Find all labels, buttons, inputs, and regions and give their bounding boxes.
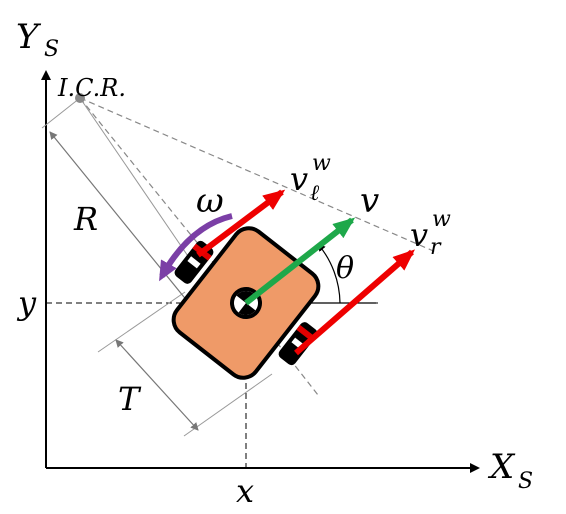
track-width-dimension — [115, 339, 199, 431]
x-axis-label: X — [487, 447, 516, 487]
right-wheel-velocity-superscript: w — [432, 207, 451, 232]
icr-point — [75, 93, 85, 103]
theta-label: θ — [336, 251, 354, 286]
y-coordinate-label: y — [16, 284, 37, 322]
radius-extension-line — [41, 97, 81, 129]
radius-label: R — [73, 200, 98, 238]
track-extension-bottom — [183, 373, 273, 437]
robot-velocity-label: v — [360, 181, 379, 221]
x-coordinate-label: x — [236, 472, 254, 510]
left-wheel-velocity-label: v — [290, 160, 308, 198]
x-axis-label-subscript: S — [518, 469, 533, 494]
right-wheel-velocity-arrow — [294, 249, 416, 356]
theta-arc — [317, 243, 341, 304]
y-axis-label-subscript: S — [44, 37, 59, 62]
icr-label: I.C.R. — [57, 74, 126, 102]
y-axis-label: Y — [16, 17, 42, 57]
robot-velocity-arrow — [244, 217, 356, 306]
right-wheel-velocity-label: v — [410, 216, 428, 254]
left-wheel-velocity-superscript: w — [312, 151, 331, 176]
omega-label: ω — [196, 181, 224, 221]
right-wheel-velocity-subscript: r — [430, 235, 442, 260]
left-wheel-velocity-arrow — [196, 189, 286, 258]
left-wheel-velocity-subscript: ℓ — [310, 181, 320, 206]
angular-velocity-arrow — [159, 213, 233, 282]
track-width-label: T — [118, 380, 142, 418]
icr-to-right-wheel-line — [79, 97, 439, 254]
